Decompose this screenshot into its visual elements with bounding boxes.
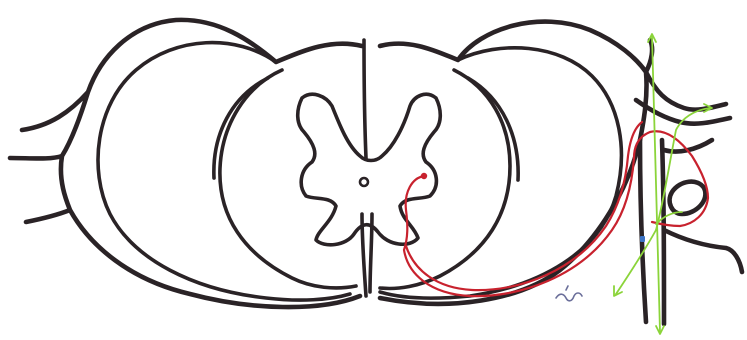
red-neural-pathway-outer — [406, 122, 642, 290]
right-nerve-lower — [664, 230, 742, 272]
gray-matter-outline — [298, 94, 441, 245]
green-neural-pathway-vertical — [652, 36, 660, 332]
green-neural-pathway-branch-lower — [616, 230, 656, 294]
central-canal — [360, 178, 368, 186]
red-pathway-origin-dot — [421, 173, 427, 179]
right-lobe-cavity — [380, 70, 510, 289]
right-inner-loop — [380, 48, 621, 298]
dorsal-root-ganglion — [670, 182, 706, 214]
blue-junction-marker — [640, 236, 645, 242]
scribble-mark — [556, 293, 582, 301]
anterior-median-fissure-side — [370, 214, 372, 292]
right-outer-outline — [380, 22, 726, 304]
scribble-mark-tick — [566, 286, 568, 290]
right-nerve-vertical-left — [640, 140, 646, 322]
left-lobe-cavity — [220, 70, 356, 288]
left-inner-loop — [98, 43, 350, 300]
posterior-median-sulcus — [364, 40, 366, 158]
